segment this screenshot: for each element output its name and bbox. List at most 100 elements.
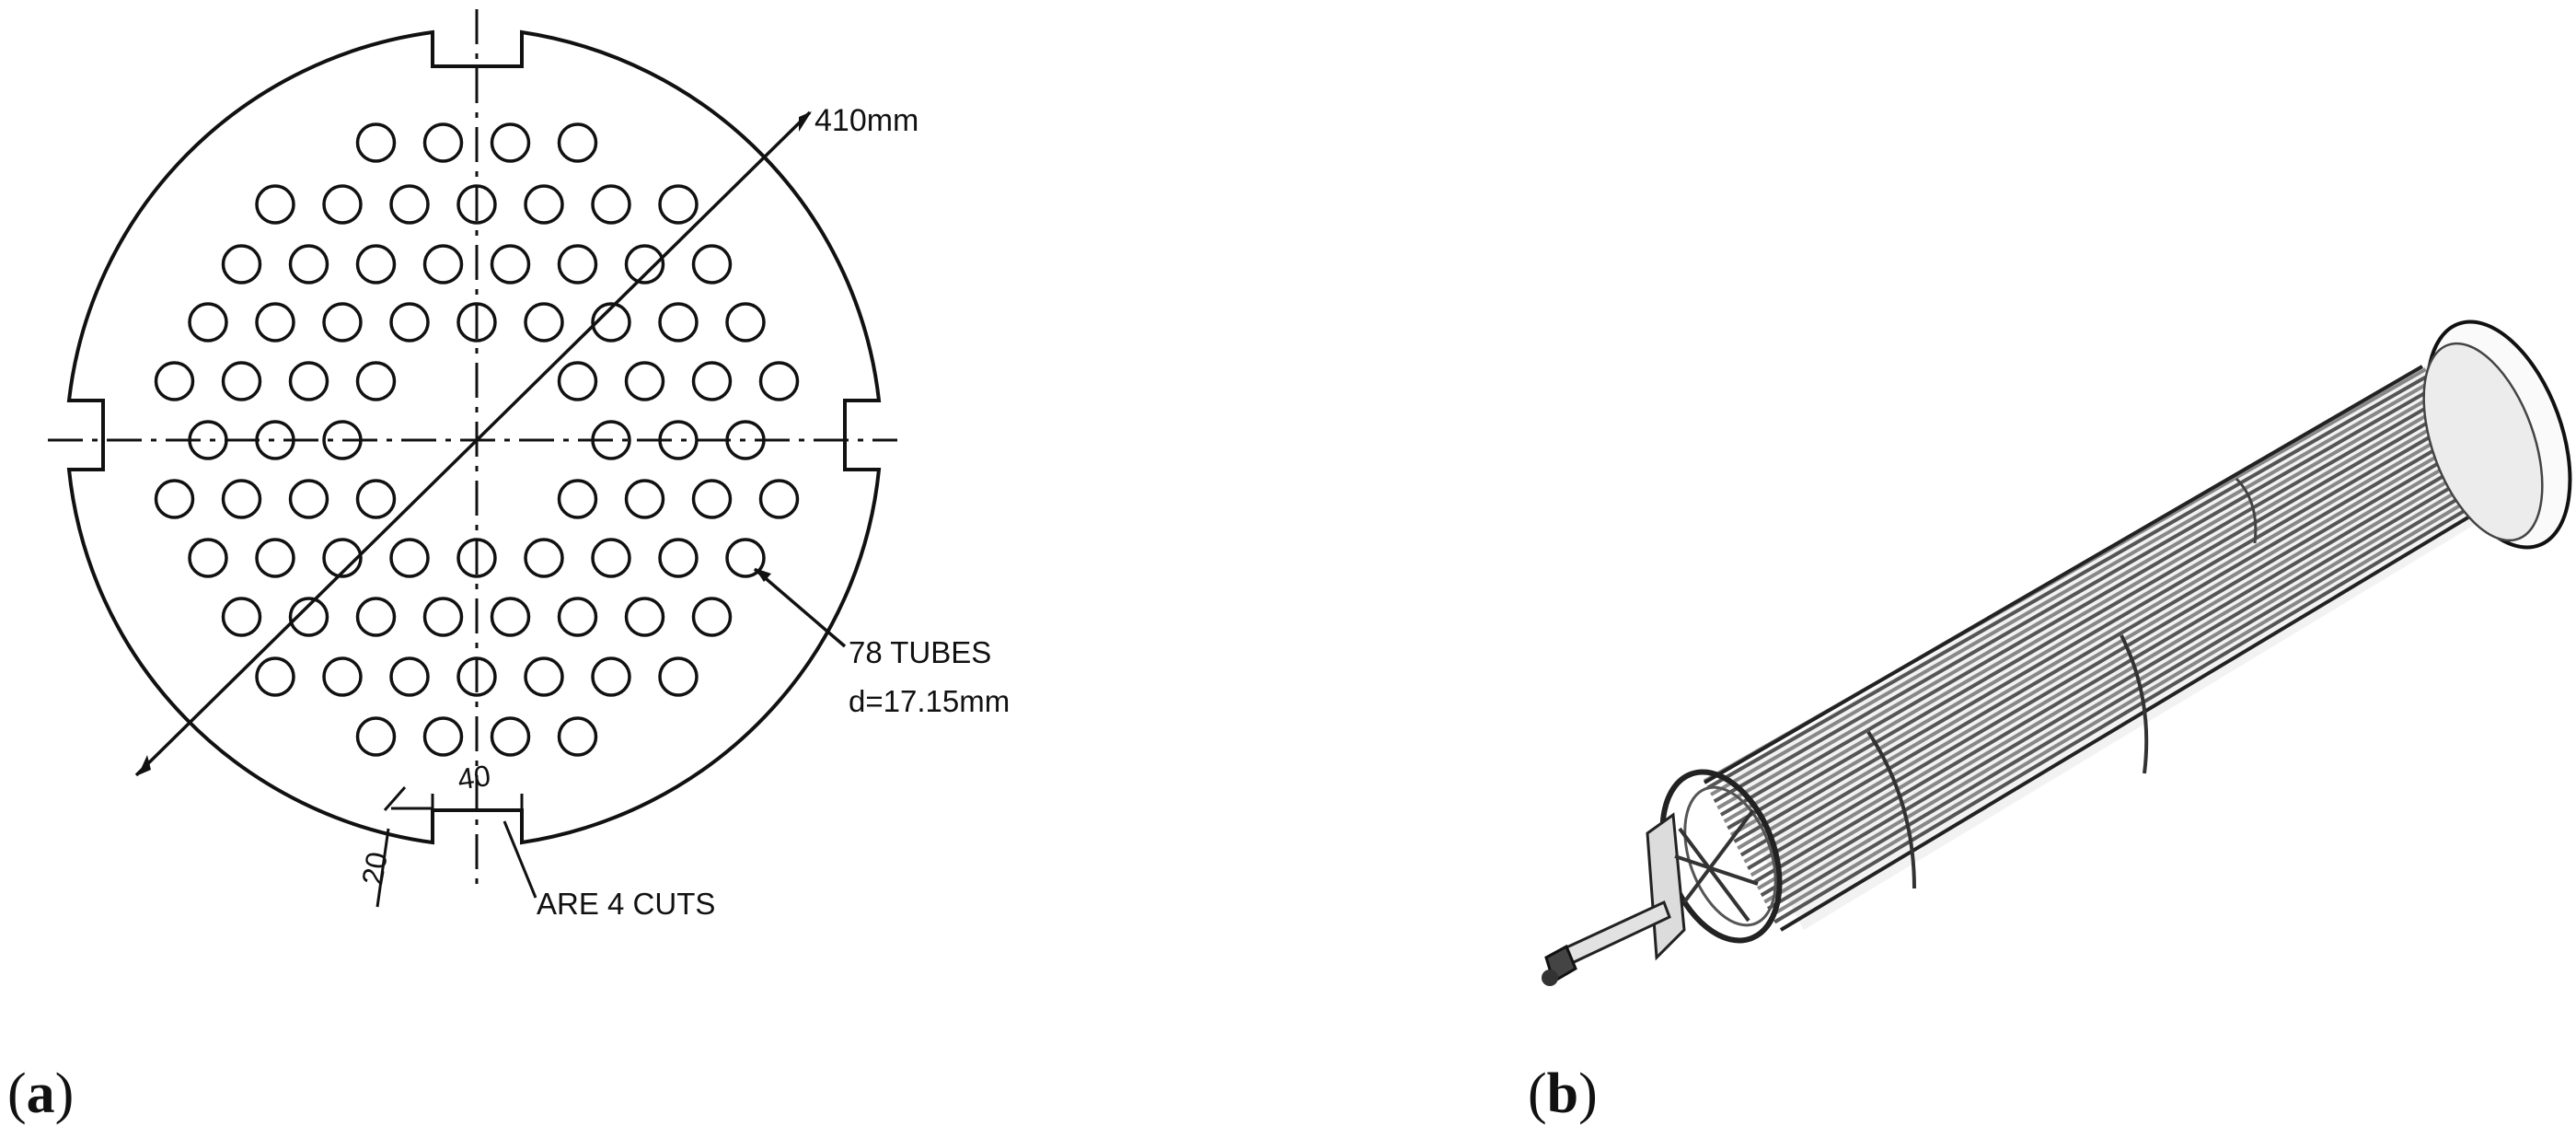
diameter-dimension-line (134, 110, 812, 777)
bundle-tubes (1703, 365, 2496, 932)
tube-hole (624, 479, 665, 519)
bundle-tube (1773, 494, 2490, 924)
tube-hole (389, 184, 430, 225)
tube-hole (288, 597, 329, 637)
tube-hole (658, 420, 699, 460)
bundle-edge (1703, 365, 2424, 784)
bundle-tube (1706, 373, 2430, 790)
cuts-leader-line (502, 820, 537, 899)
tube-hole (524, 656, 564, 697)
cut-width-label: 40 (456, 759, 492, 796)
bundle-tube (1727, 410, 2448, 830)
tube-hole (758, 361, 800, 401)
tube-hole (524, 302, 564, 343)
tube-hole (725, 302, 766, 343)
tube-hole (188, 302, 228, 343)
baffle-support-front (1866, 730, 1916, 889)
tube-hole (658, 656, 699, 697)
tube-hole (490, 122, 531, 163)
tube-hole (691, 361, 733, 401)
tube-hole (355, 716, 397, 757)
tube-hole (557, 479, 598, 519)
panel-b-label: (b) (1528, 1063, 1598, 1125)
tube-hole (355, 479, 397, 519)
tube-hole (255, 420, 295, 460)
tube-diameter-label: d=17.15mm (849, 684, 1010, 718)
tube-hole (255, 302, 295, 343)
bundle-tube (1743, 440, 2463, 864)
bundle-tube (1729, 415, 2451, 837)
bundle-tube (1750, 452, 2469, 877)
tube-hole (355, 361, 397, 401)
tube-hole (355, 122, 397, 163)
bundle-tube (1737, 427, 2457, 851)
tube-hole (725, 420, 766, 460)
tube-hole (557, 361, 598, 401)
tube-hole (322, 538, 363, 578)
cut-depth-line-top (383, 786, 407, 811)
tubes-label: 78 TUBES (849, 635, 991, 669)
tube-hole (624, 597, 665, 637)
tube-hole (422, 244, 464, 284)
tube-hole (288, 244, 329, 284)
tube-hole (355, 244, 397, 284)
bundle-tube (1723, 403, 2445, 823)
bundle-tube (1770, 488, 2488, 917)
bundle-tube (1713, 386, 2436, 804)
bundle-tube (1716, 391, 2439, 810)
far-tube-sheet-face (2422, 342, 2544, 542)
tube-hole (557, 122, 598, 163)
tube-hole (154, 361, 195, 401)
tube-hole (456, 538, 497, 578)
bundle-tube (1753, 458, 2472, 884)
bundle-edge (1779, 500, 2496, 932)
tube-hole (591, 538, 631, 578)
front-spider-bars (1674, 808, 1759, 923)
cut-depth-line-bottom (375, 828, 390, 908)
tube-hole (591, 656, 631, 697)
tube-hole (389, 656, 430, 697)
tube-hole (557, 716, 598, 757)
tube-hole (557, 244, 598, 284)
tube-hole (725, 538, 766, 578)
tube-hole (322, 420, 363, 460)
tube-hole (456, 656, 497, 697)
inlet-fitting (1542, 970, 1558, 986)
bundle-tube (1733, 422, 2455, 843)
tube-hole (188, 420, 228, 460)
tube-hole (658, 184, 699, 225)
tube-hole (389, 302, 430, 343)
tube-hole (221, 479, 262, 519)
tube-hole (288, 479, 329, 519)
tube-hole (658, 538, 699, 578)
tube-hole (154, 479, 195, 519)
tube-hole (422, 122, 464, 163)
tube-hole (490, 716, 531, 757)
bundle-tube (1763, 476, 2481, 904)
tube-leader-arrow (755, 568, 771, 582)
tube-hole (221, 361, 262, 401)
tube-hole (524, 184, 564, 225)
bundle-tube (1739, 434, 2460, 857)
tube-hole (691, 244, 733, 284)
tube-hole (355, 597, 397, 637)
tube-hole (322, 302, 363, 343)
tube-hole (456, 302, 497, 343)
tube-hole (422, 716, 464, 757)
tube-hole (591, 302, 631, 343)
tube-leader-line (753, 567, 847, 648)
bundle-tube (1760, 470, 2478, 898)
bundle-tube (1757, 464, 2476, 890)
tube-hole (188, 538, 228, 578)
tube-hole (422, 597, 464, 637)
tube-hole (490, 244, 531, 284)
tube-hole (490, 597, 531, 637)
tube-hole (389, 538, 430, 578)
diameter-label: 410mm (814, 103, 918, 138)
cut-depth-label: 20 (355, 850, 394, 888)
tube-hole (255, 184, 295, 225)
tube-hole (658, 302, 699, 343)
tube-hole (524, 538, 564, 578)
tube-hole (624, 361, 665, 401)
